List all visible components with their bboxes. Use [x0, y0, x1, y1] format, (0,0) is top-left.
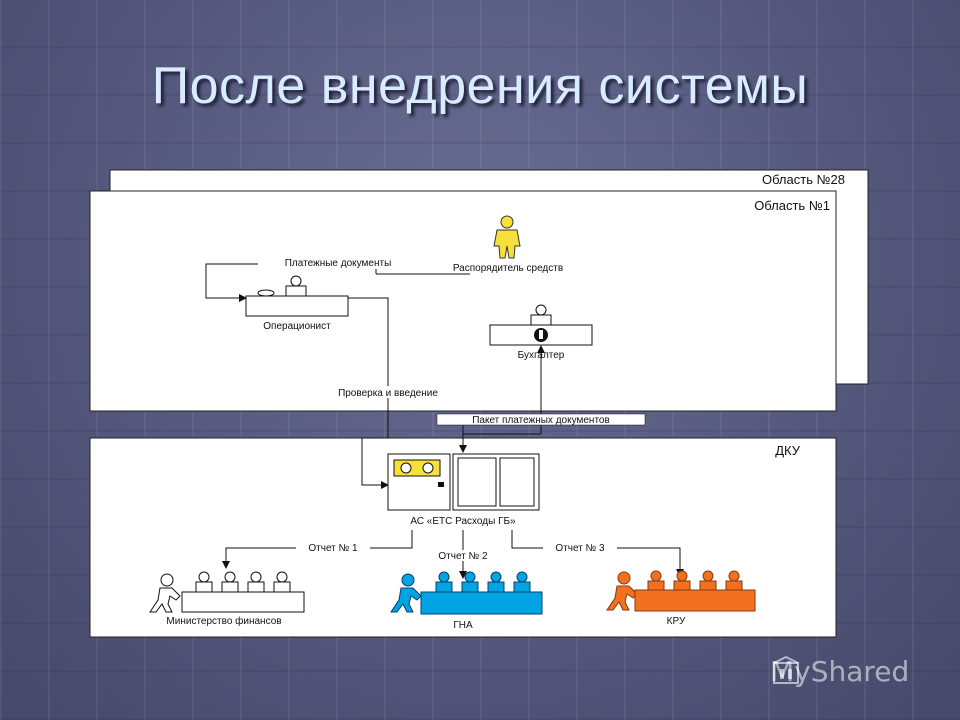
- edge-check-label: Проверка и введение: [338, 388, 438, 399]
- kru-figure: [606, 570, 756, 612]
- region-front-label: Область №1: [754, 198, 830, 213]
- watermark-icon: [773, 655, 799, 684]
- watermark: MyShared: [770, 655, 909, 688]
- distributor-figure: [493, 215, 521, 259]
- kru-label: КРУ: [667, 616, 686, 627]
- gna-figure: [390, 571, 543, 615]
- page-title: После внедрения системы: [151, 57, 809, 115]
- edge-check-into-system: [361, 437, 389, 489]
- ministry-figure: [149, 571, 305, 613]
- edge-report1-label: Отчет № 1: [308, 543, 358, 554]
- edge-report3-label: Отчет № 3: [555, 543, 605, 554]
- edge-report2-label: Отчет № 2: [438, 551, 488, 562]
- operator-figure: [245, 275, 349, 317]
- edge-packet-label: Пакет платежных документов: [472, 415, 610, 426]
- ministry-label: Министерство финансов: [166, 615, 281, 627]
- gna-label: ГНА: [453, 620, 473, 631]
- region-dku-label: ДКУ: [775, 443, 801, 458]
- distributor-label: Распорядитель средств: [453, 263, 563, 274]
- system-label: АС «ЕТС Расходы ГБ»: [410, 516, 516, 527]
- accountant-figure: [489, 304, 593, 346]
- system-server: [387, 453, 540, 511]
- edge-payment-docs-label: Платежные документы: [285, 258, 392, 269]
- region-front: [89, 190, 837, 412]
- operator-label: Операционист: [263, 321, 331, 332]
- region-back-label: Область №28: [762, 172, 845, 187]
